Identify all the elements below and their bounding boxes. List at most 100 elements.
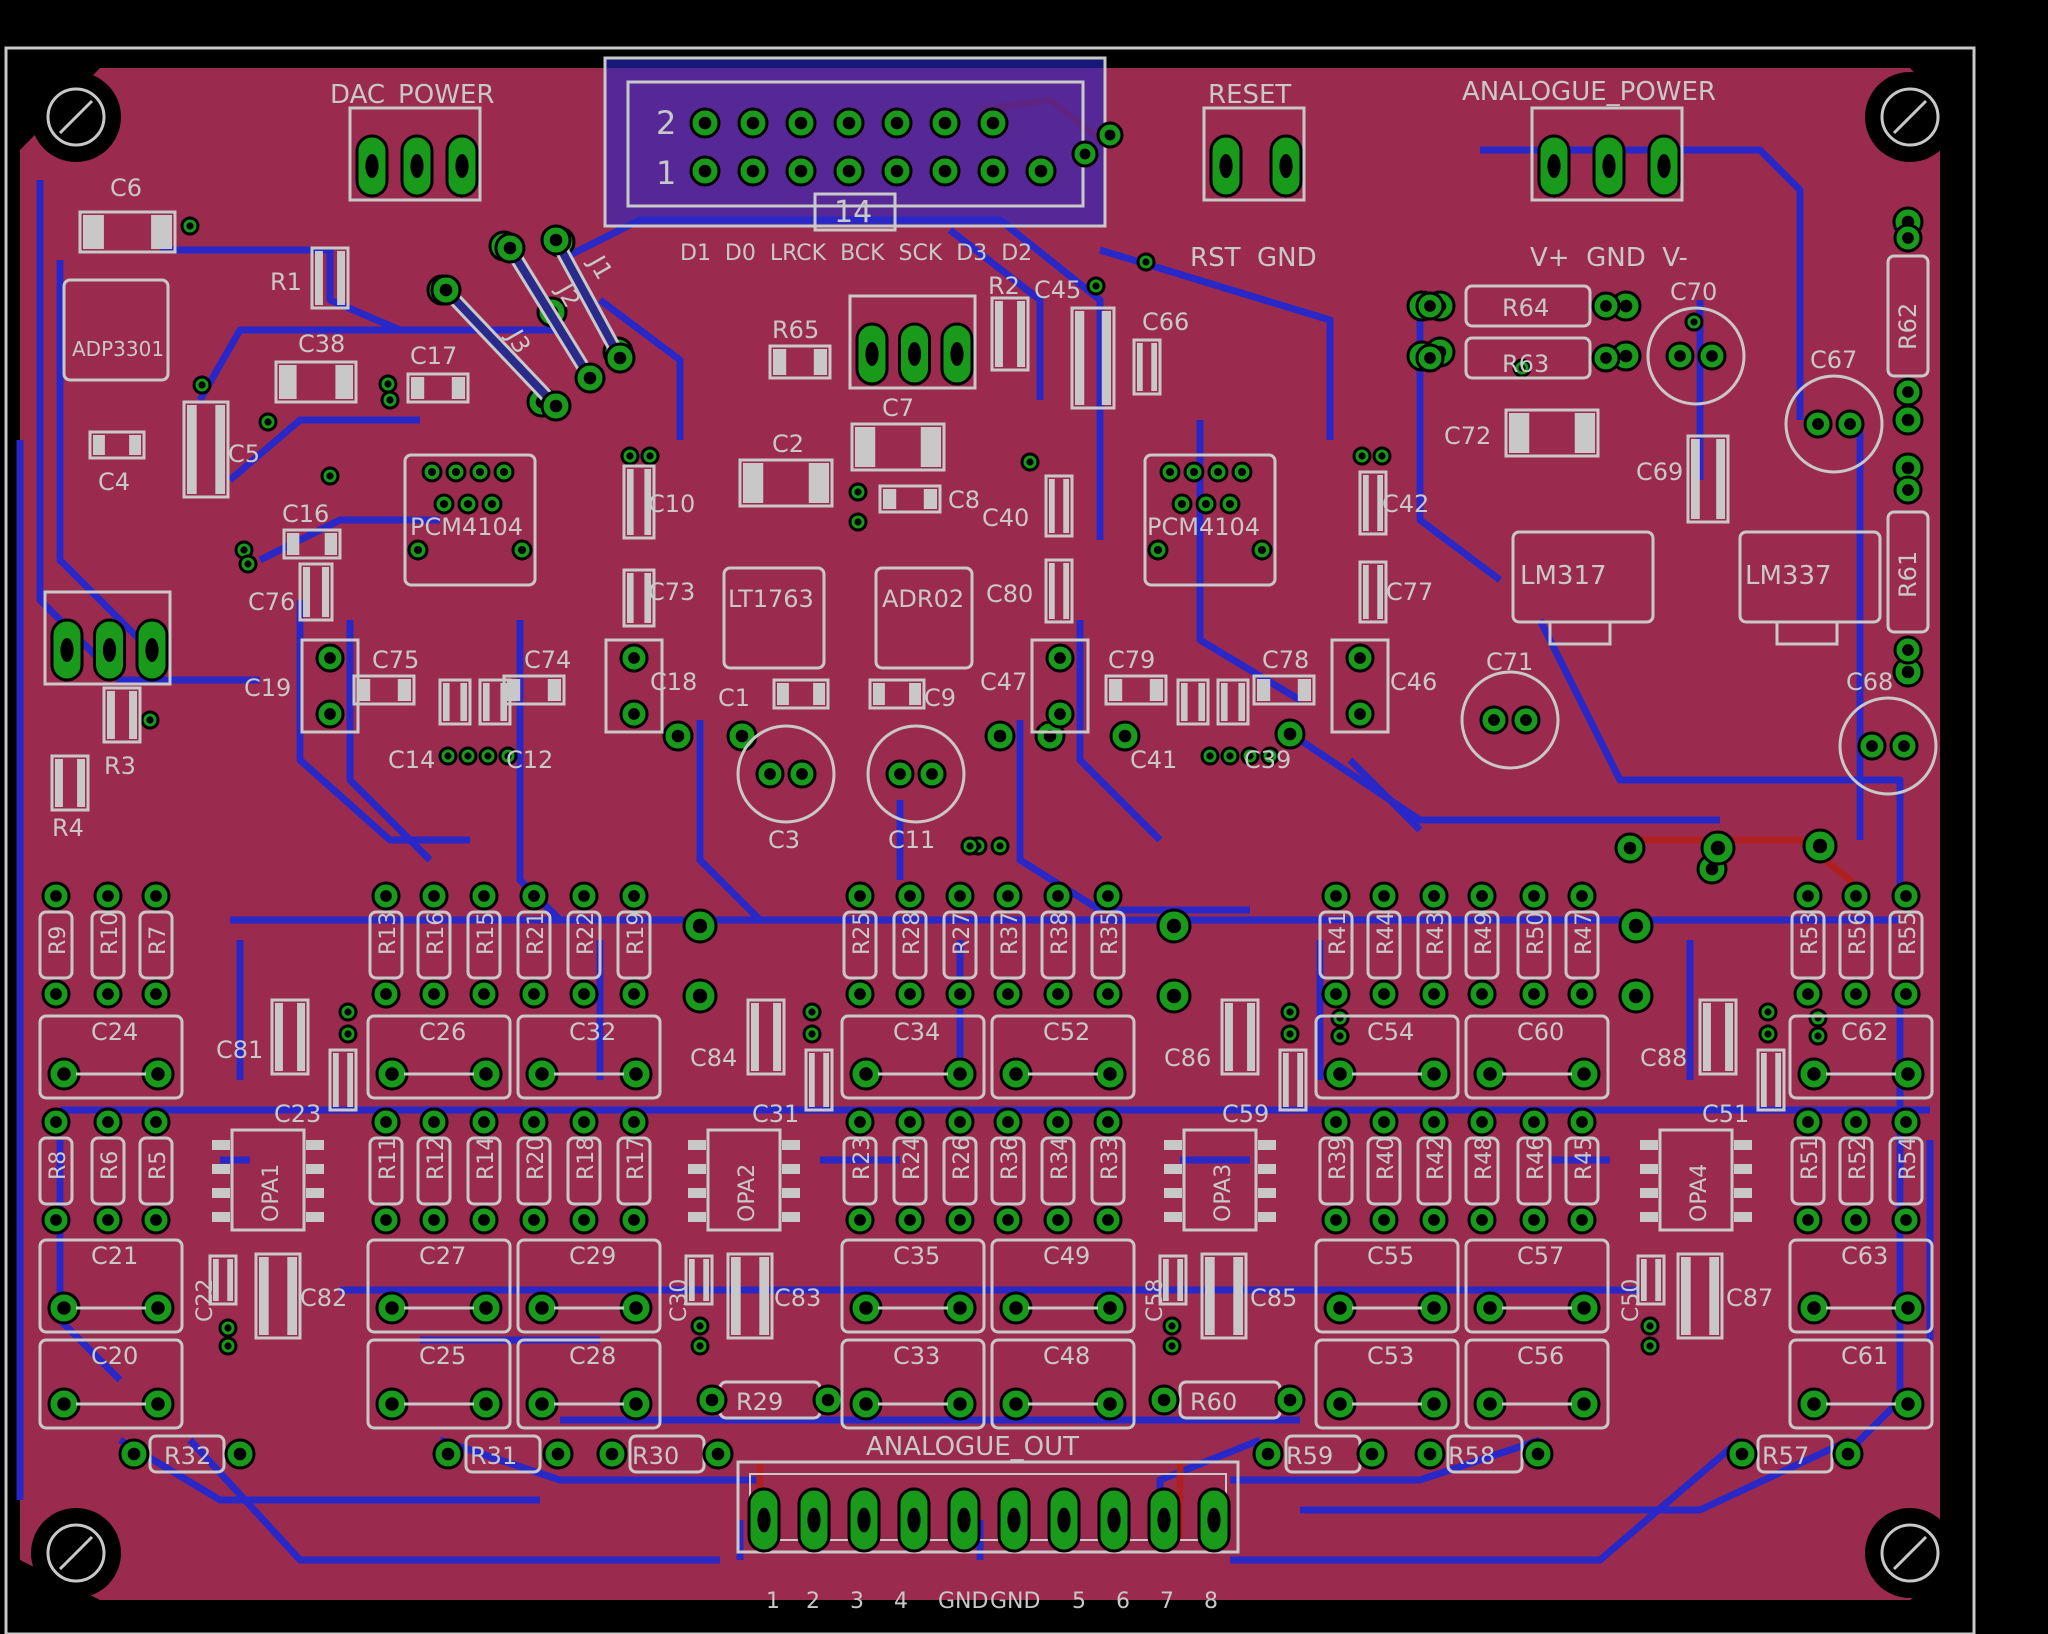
resistor-pad <box>1893 635 1923 665</box>
cap-pad <box>1345 699 1375 729</box>
label-r31: R31 <box>470 1442 517 1470</box>
resistor-r20 <box>516 1107 552 1235</box>
cap-pad <box>1045 699 1075 729</box>
resistor-pad <box>1043 979 1073 1009</box>
label-r47: R47 <box>1572 912 1597 955</box>
label-c72: C72 <box>1444 422 1491 450</box>
out-header-pin <box>997 1487 1031 1553</box>
cap-pad <box>1567 1057 1601 1091</box>
c77 <box>1358 560 1388 624</box>
connector-pin-row1 <box>929 155 961 187</box>
label-r39: R39 <box>1326 1137 1351 1180</box>
c66 <box>1132 338 1162 396</box>
smd-cap <box>726 1252 774 1340</box>
resistor-pad <box>1043 881 1073 911</box>
connector-pin-row2 <box>881 107 913 139</box>
resistor-pad <box>1891 1205 1921 1235</box>
through-hole-pad <box>1892 656 1924 688</box>
cap-pad <box>47 1291 81 1325</box>
label-r35: R35 <box>1098 912 1123 955</box>
out-header-pin <box>797 1487 831 1553</box>
c14-smd <box>438 678 472 726</box>
label-r26: R26 <box>950 1137 975 1180</box>
electrolytic-c67 <box>1784 374 1884 474</box>
via <box>1330 1026 1350 1046</box>
via <box>469 461 491 483</box>
resistor-pad <box>993 979 1023 1009</box>
cap-pad <box>1889 731 1919 761</box>
header-pin <box>940 322 974 386</box>
ref-jumper <box>848 294 977 390</box>
resistor-r14 <box>466 1107 502 1235</box>
cap-pad <box>849 1387 883 1421</box>
via <box>433 493 455 515</box>
label-r8: R8 <box>46 1151 71 1180</box>
resistor-pad <box>1419 881 1449 911</box>
label-c6: C6 <box>110 174 142 202</box>
smd-cap <box>1756 1048 1786 1112</box>
resistor-r27 <box>942 881 978 1009</box>
label-r32: R32 <box>164 1442 211 1470</box>
resistor-pad <box>1841 881 1871 911</box>
through-hole-pad <box>1156 908 1192 944</box>
resistor-r56 <box>1838 881 1874 1009</box>
cap-c46 <box>1330 638 1390 734</box>
resistor-r41 <box>1318 881 1354 1009</box>
connector-row2-label: 2 <box>656 104 676 142</box>
through-hole-pad <box>682 908 718 944</box>
regulator-tab <box>1775 620 1839 646</box>
label-c9: C9 <box>924 684 956 712</box>
cap-pad <box>1835 409 1865 439</box>
cap-c63 <box>1788 1238 1934 1334</box>
label-r43: R43 <box>1424 912 1449 955</box>
label-c40: C40 <box>982 504 1029 532</box>
label-r9: R9 <box>46 926 71 955</box>
resistor-r10 <box>90 881 126 1009</box>
cap-pad <box>1323 1057 1357 1091</box>
label-r45: R45 <box>1572 1137 1597 1180</box>
resistor-r47 <box>1564 881 1600 1009</box>
via <box>1251 539 1273 561</box>
resistor-pad <box>141 881 171 911</box>
resistor-pad <box>1519 1205 1549 1235</box>
resistor-r18 <box>566 1107 602 1235</box>
connector-pin-row2 <box>833 107 865 139</box>
via <box>848 482 868 502</box>
cap-pad <box>943 1387 977 1421</box>
via <box>438 746 458 766</box>
resistor-pad <box>619 881 649 911</box>
cap-pad <box>1891 1057 1925 1091</box>
label-c54: C54 <box>1367 1018 1414 1046</box>
power-pin-labels: V+ GND V- <box>1530 243 1688 273</box>
resistor-pad <box>1793 1205 1823 1235</box>
resistor-pad <box>1567 1107 1597 1137</box>
c75 <box>352 674 416 706</box>
resistor-pad <box>1841 1107 1871 1137</box>
connector-pin-row1 <box>881 155 913 187</box>
resistor-pad <box>1567 1205 1597 1235</box>
resistor-pad <box>93 1107 123 1137</box>
out-pin-label: 5 <box>1072 1589 1086 1614</box>
out-pin-label: 3 <box>850 1589 864 1614</box>
cap-pad <box>619 643 649 673</box>
label-c52: C52 <box>1043 1018 1090 1046</box>
resistor-pad <box>1093 1107 1123 1137</box>
analogue-power-header <box>1530 106 1684 202</box>
header-pin <box>50 618 84 682</box>
cap-pad <box>1323 1291 1357 1325</box>
resistor-pad <box>1567 979 1597 1009</box>
resistor-pad <box>696 1384 728 1416</box>
label-c83: C83 <box>774 1284 821 1312</box>
digital-input-connector: 2 1 14 D1 D0 LRCK BCK SCK D3 D2 <box>603 56 1124 266</box>
label-r28: R28 <box>900 912 925 955</box>
label-c84: C84 <box>690 1044 737 1072</box>
via <box>1640 1316 1660 1336</box>
label-c81: C81 <box>216 1036 263 1064</box>
connector-pin-extra <box>1096 121 1124 149</box>
via <box>407 539 429 561</box>
dac-power-label: DAC_POWER <box>330 80 494 110</box>
via <box>1195 493 1217 515</box>
r58 <box>1446 1434 1524 1474</box>
resistor-r54 <box>1888 1107 1924 1235</box>
cap-pad <box>1857 731 1887 761</box>
